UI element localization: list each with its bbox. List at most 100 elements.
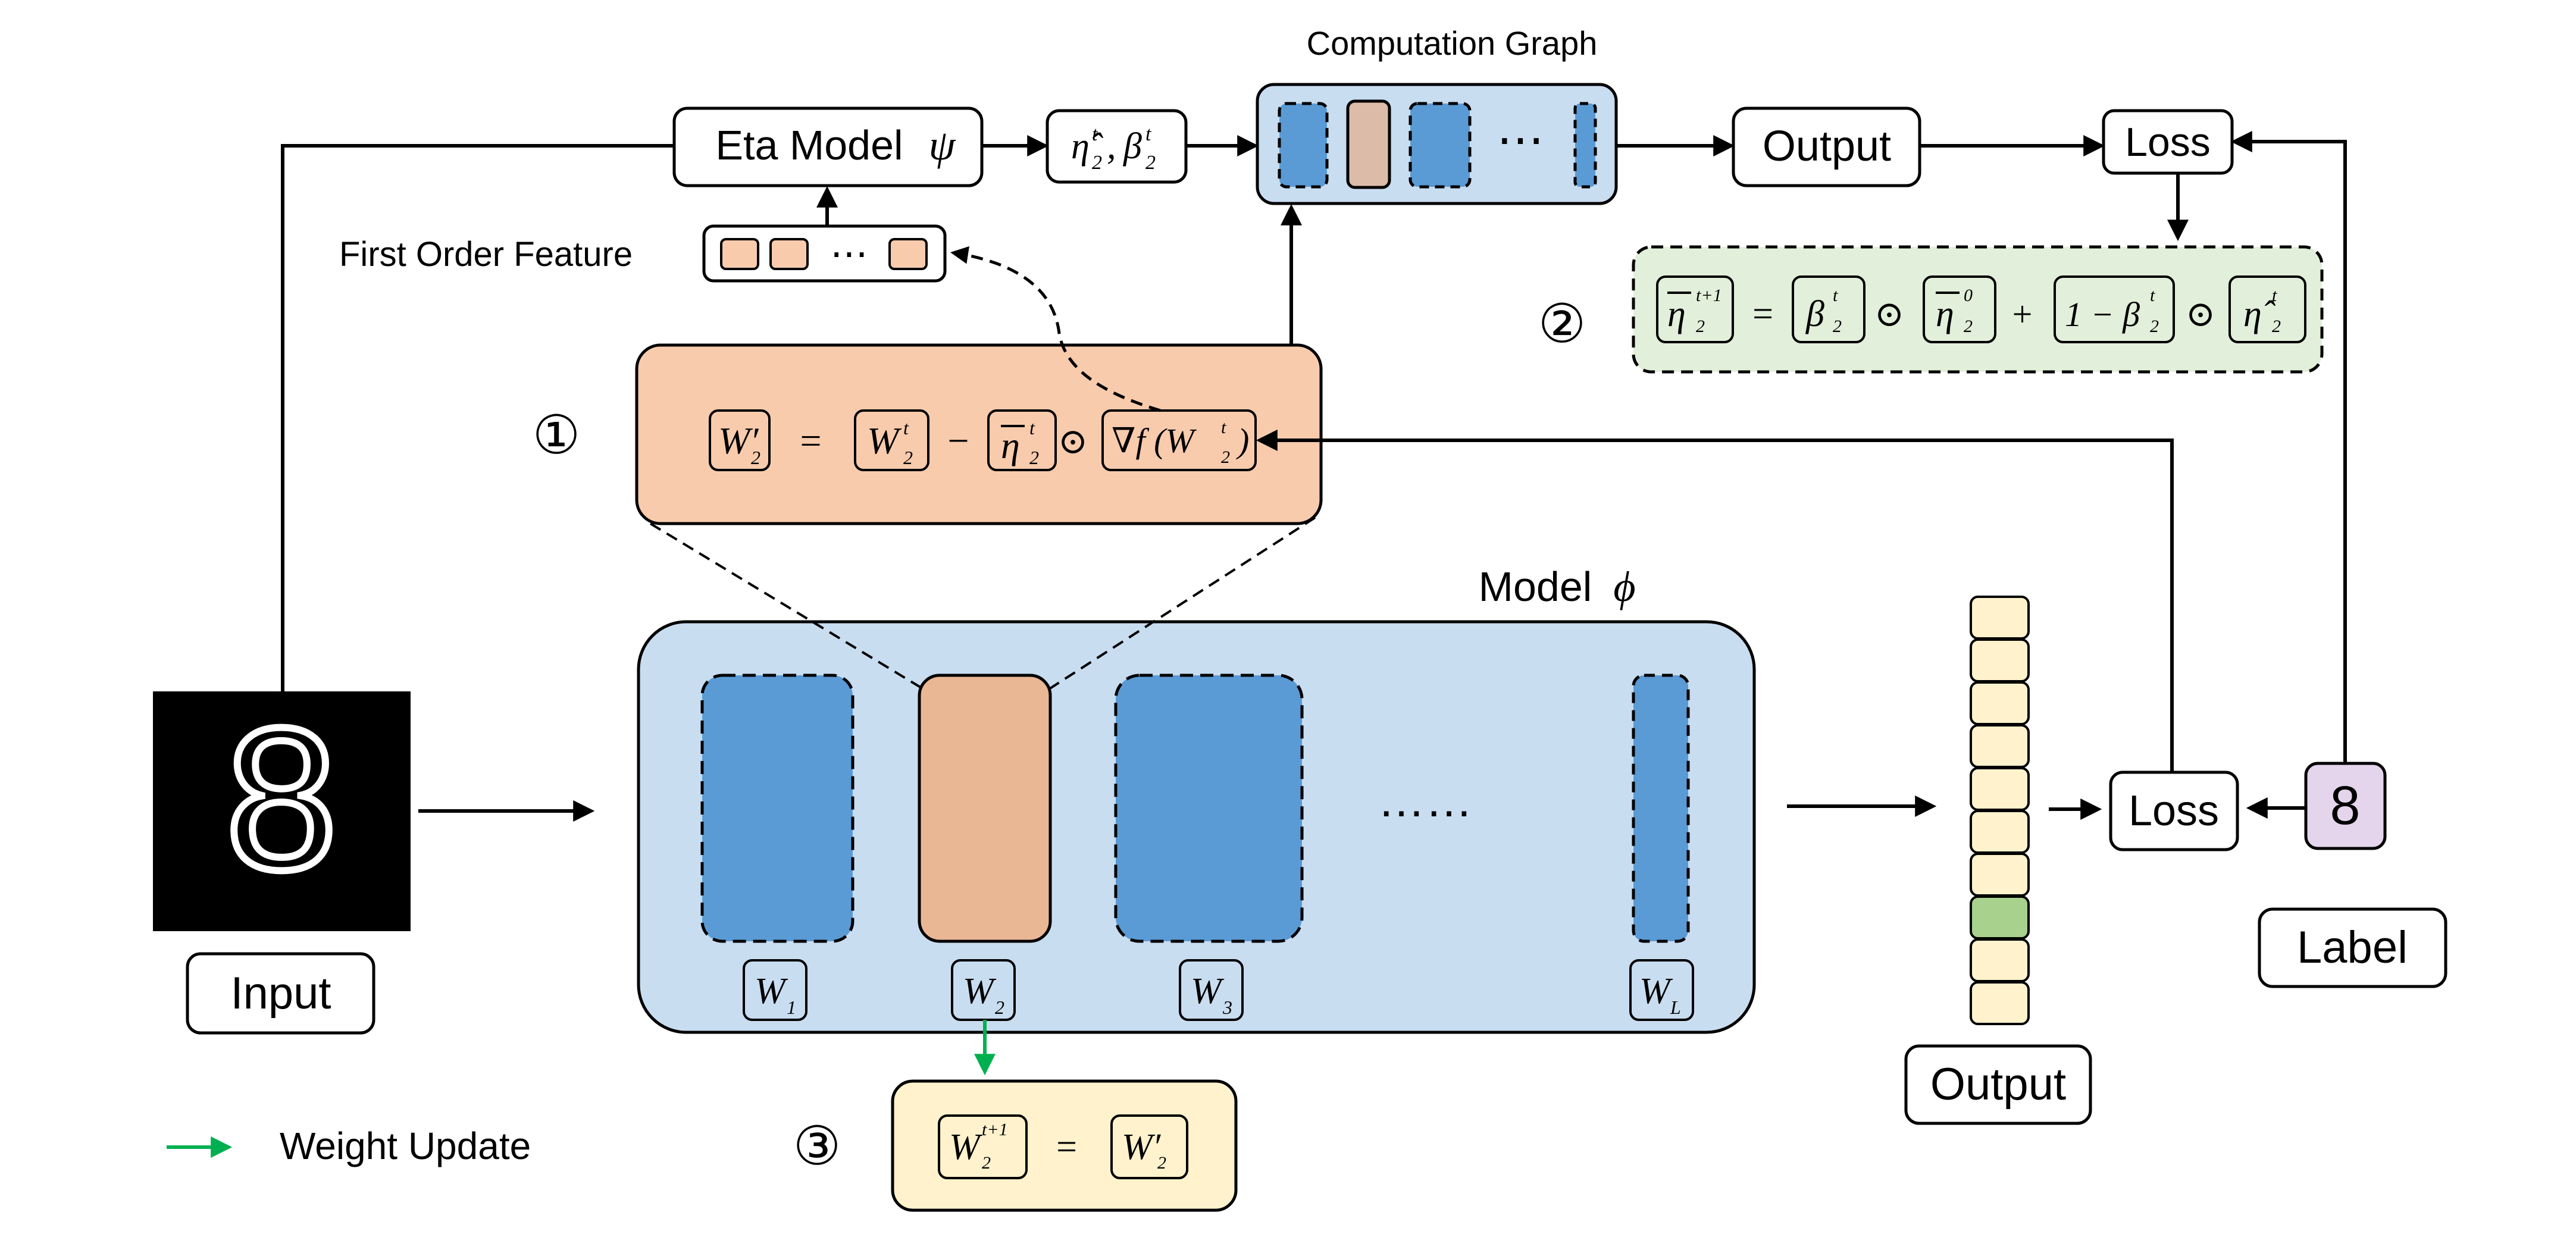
zoom-line-right bbox=[1046, 516, 1316, 691]
bottom-output-label: Output bbox=[1930, 1059, 2066, 1110]
legend-weight-update: Weight Update bbox=[280, 1125, 531, 1167]
label-value: 8 bbox=[2330, 775, 2360, 836]
bottom-loss-label: Loss bbox=[2129, 787, 2219, 835]
label-box: Label bbox=[2258, 907, 2447, 988]
graph-block-1 bbox=[1278, 102, 1329, 189]
input-label: Input bbox=[230, 968, 331, 1019]
svg-text:t: t bbox=[2272, 286, 2277, 305]
svg-text:η: η bbox=[1936, 294, 1954, 334]
svg-text:2: 2 bbox=[1029, 447, 1039, 468]
eta-model-box: Eta Model ψ bbox=[672, 107, 984, 187]
svg-text:β: β bbox=[1805, 294, 1824, 334]
svg-text:W′: W′ bbox=[1122, 1127, 1162, 1167]
svg-text:2: 2 bbox=[1696, 317, 1705, 336]
svg-text:W: W bbox=[1191, 971, 1225, 1011]
svg-text:W: W bbox=[963, 971, 997, 1011]
svg-text:2: 2 bbox=[1145, 152, 1156, 174]
graph-output-box: Output bbox=[1732, 107, 1921, 187]
svg-text:⋯: ⋯ bbox=[830, 232, 868, 275]
eta-model-symbol: ψ bbox=[929, 121, 956, 169]
svg-text:0: 0 bbox=[1964, 286, 1973, 305]
svg-text:2: 2 bbox=[995, 997, 1004, 1018]
svg-text:t: t bbox=[1145, 123, 1152, 145]
output-vector bbox=[1970, 596, 2030, 1025]
weight-w1 bbox=[743, 959, 807, 1021]
layer-block-3 bbox=[1114, 674, 1304, 943]
svg-text:W: W bbox=[949, 1127, 983, 1167]
graph-ellipsis: ⋯ bbox=[1497, 113, 1544, 166]
step-2-marker: ② bbox=[1538, 295, 1586, 354]
top-loss-box: Loss bbox=[2102, 109, 2234, 175]
svg-text:2: 2 bbox=[751, 447, 760, 468]
first-order-feature-label: First Order Feature bbox=[339, 235, 633, 274]
eta-output-box: η̂ t 2 , β t 2 bbox=[1046, 109, 1188, 184]
svg-text:t: t bbox=[903, 417, 909, 439]
bottom-output-box: Output bbox=[1904, 1044, 2092, 1125]
svg-text:t: t bbox=[1092, 123, 1098, 145]
graph-block-2 bbox=[1346, 99, 1391, 189]
svg-text:⊙: ⊙ bbox=[1874, 295, 1904, 334]
input-label-box: Input bbox=[186, 952, 375, 1035]
layer-block-2 bbox=[918, 674, 1052, 943]
svg-text:2: 2 bbox=[1964, 317, 1973, 336]
eta-output-beta: β bbox=[1123, 126, 1142, 167]
arrow-loss-to-grad bbox=[1256, 430, 2174, 772]
svg-text:⊙: ⊙ bbox=[2186, 295, 2215, 334]
svg-text:η: η bbox=[1001, 424, 1020, 466]
weight-w3 bbox=[1179, 959, 1244, 1021]
label-text: Label bbox=[2297, 922, 2408, 973]
zoom-line-left bbox=[649, 522, 927, 691]
arrow-input-to-eta bbox=[281, 144, 674, 691]
svg-text:1: 1 bbox=[787, 997, 796, 1018]
svg-text:−: − bbox=[945, 419, 971, 462]
svg-text:2: 2 bbox=[2272, 317, 2281, 336]
svg-text:=: = bbox=[1750, 294, 1775, 334]
svg-text:2: 2 bbox=[982, 1153, 991, 1173]
graph-output-label: Output bbox=[1763, 123, 1891, 170]
step-1-marker: ① bbox=[533, 406, 581, 465]
weight-wl bbox=[1629, 959, 1694, 1021]
svg-text:⊙: ⊙ bbox=[1058, 422, 1088, 461]
graph-block-4 bbox=[1573, 102, 1597, 189]
svg-text:2: 2 bbox=[1157, 1153, 1166, 1173]
first-order-feature-box: ⋯ bbox=[702, 224, 947, 283]
svg-text:W: W bbox=[755, 971, 788, 1011]
bottom-loss-box: Loss bbox=[2109, 771, 2239, 851]
svg-text:2: 2 bbox=[903, 447, 913, 468]
svg-text:t+1: t+1 bbox=[982, 1120, 1008, 1139]
svg-text:t: t bbox=[1833, 286, 1838, 305]
svg-text:2: 2 bbox=[2150, 317, 2159, 336]
step-3-panel: W t+1 2 = W′ 2 bbox=[891, 1079, 1238, 1212]
svg-text:t: t bbox=[1221, 418, 1226, 437]
svg-text:=: = bbox=[1054, 1127, 1079, 1167]
model-ellipsis: …… bbox=[1378, 773, 1473, 826]
label-value-box: 8 bbox=[2304, 762, 2387, 850]
step-2-panel: η t+1 2 = β t 2 ⊙ η 0 2 + 1 − β t 2 ⊙ η̂… bbox=[1632, 245, 2324, 374]
svg-text:2: 2 bbox=[1833, 317, 1842, 336]
input-digit: 8 bbox=[225, 686, 337, 912]
svg-text:W: W bbox=[867, 419, 902, 462]
svg-text:1 − β: 1 − β bbox=[2065, 295, 2140, 334]
svg-text:): ) bbox=[1236, 421, 1249, 460]
connector-arrows bbox=[281, 131, 2347, 822]
svg-text:t: t bbox=[1029, 417, 1035, 439]
arrow-grad-to-feature bbox=[950, 246, 1161, 412]
svg-text:t: t bbox=[2150, 286, 2155, 305]
svg-text:+: + bbox=[2010, 295, 2034, 334]
layer-block-L bbox=[1632, 674, 1690, 943]
svg-text:3: 3 bbox=[1222, 997, 1232, 1018]
graph-block-3 bbox=[1408, 102, 1472, 189]
computation-graph-title: Computation Graph bbox=[1307, 24, 1598, 62]
arrow-label-to-top-loss bbox=[2230, 131, 2347, 763]
svg-text:W: W bbox=[1639, 971, 1673, 1011]
svg-text:=: = bbox=[797, 419, 823, 462]
svg-text:L: L bbox=[1670, 997, 1681, 1018]
model-panel: …… W 1 W 2 W 3 W L bbox=[637, 620, 1756, 1034]
layer-block-1 bbox=[700, 674, 855, 943]
computation-graph-panel: ⋯ bbox=[1256, 83, 1618, 205]
eta-model-label: Eta Model bbox=[715, 122, 903, 168]
svg-text:η: η bbox=[1667, 294, 1686, 334]
step-1-panel: W′ 2 = W t 2 − η t 2 ⊙ ∇f (W t 2 ) bbox=[635, 343, 1323, 525]
input-image: 8 bbox=[153, 682, 411, 931]
